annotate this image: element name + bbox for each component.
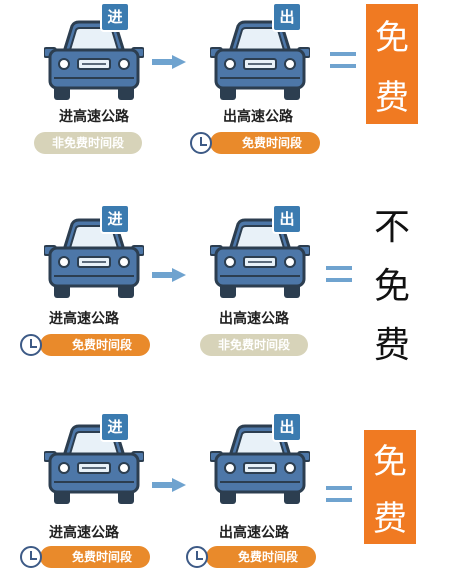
clock-icon xyxy=(186,546,208,568)
entry-tag: 进 xyxy=(100,2,130,32)
scenario-row-1: 进 进高速公路 非免费时间段 出 出高速公路 免费时间段 免 费 xyxy=(0,0,449,190)
scenario-row-3: 进 进高速公路 免费时间段 出 出高速公路 免费时间段 免 费 xyxy=(0,392,449,582)
result-char: 费 xyxy=(375,77,409,118)
exit-tag: 出 xyxy=(272,2,302,32)
car-icon xyxy=(44,20,144,102)
equals-icon xyxy=(326,266,352,284)
result-char: 免 xyxy=(373,442,407,482)
entry-period-badge: 免费时间段 xyxy=(40,334,150,356)
result-char: 免 xyxy=(373,266,410,307)
clock-icon xyxy=(20,334,42,356)
entry-tag: 进 xyxy=(100,204,130,234)
scenario-row-2: 进 进高速公路 免费时间段 出 出高速公路 非免费时间段 不 免 费 xyxy=(0,198,449,388)
result-not-free: 不 免 费 xyxy=(366,198,418,368)
exit-label: 出高速公路 xyxy=(219,525,289,541)
exit-period-badge: 免费时间段 xyxy=(206,546,316,568)
result-free: 免 费 xyxy=(366,4,418,124)
equals-icon xyxy=(330,52,356,70)
result-free: 免 费 xyxy=(364,430,416,544)
result-char: 费 xyxy=(373,499,407,539)
entry-car xyxy=(44,18,144,103)
entry-label: 进高速公路 xyxy=(59,109,129,125)
entry-label: 进高速公路 xyxy=(49,525,119,541)
clock-icon xyxy=(20,546,42,568)
entry-tag: 进 xyxy=(100,412,130,442)
exit-tag: 出 xyxy=(272,412,302,442)
arrow-right-icon xyxy=(152,478,186,492)
exit-tag: 出 xyxy=(272,204,302,234)
entry-period-badge: 非免费时间段 xyxy=(34,132,142,154)
entry-period-badge: 免费时间段 xyxy=(40,546,150,568)
arrow-right-icon xyxy=(152,55,186,69)
equals-icon xyxy=(326,486,352,504)
exit-period-badge: 免费时间段 xyxy=(210,132,320,154)
result-char: 不 xyxy=(373,207,410,248)
exit-label: 出高速公路 xyxy=(223,109,293,125)
clock-icon xyxy=(190,132,212,154)
exit-label: 出高速公路 xyxy=(219,311,289,327)
exit-period-badge: 非免费时间段 xyxy=(200,334,308,356)
result-char: 费 xyxy=(373,325,410,366)
result-char: 免 xyxy=(375,17,409,58)
arrow-right-icon xyxy=(152,268,186,282)
entry-label: 进高速公路 xyxy=(49,311,119,327)
